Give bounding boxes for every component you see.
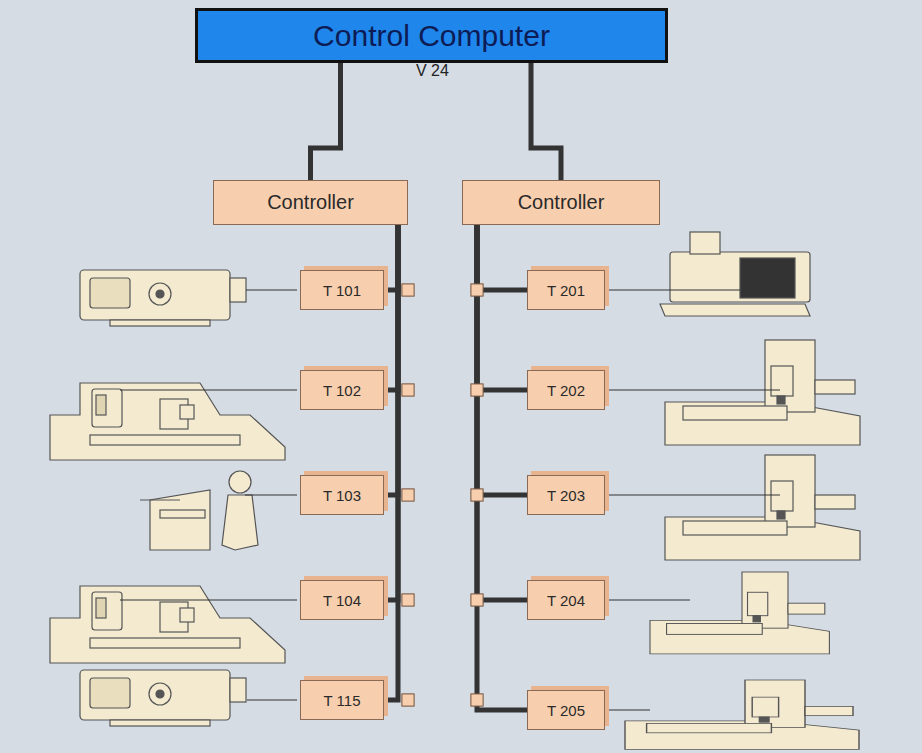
illustration-part (471, 694, 483, 706)
bus-line (477, 225, 527, 600)
node-label: Controller (267, 191, 354, 214)
computer-terminal (660, 232, 810, 316)
terminal-box: T 203 (527, 475, 605, 515)
controller-box: Controller (213, 180, 408, 225)
leader-lines (120, 290, 780, 710)
illustration-part (690, 232, 720, 254)
node-label: T 102 (323, 382, 361, 399)
illustration-part (140, 499, 180, 500)
operator-station (140, 471, 258, 550)
illustration-part (245, 494, 297, 495)
terminal-box: T 115 (300, 680, 384, 720)
illustration-part (608, 599, 690, 600)
terminal-box: T 102 (300, 370, 384, 410)
node-label: T 205 (547, 702, 585, 719)
machining-center (650, 572, 829, 654)
illustration-part (402, 694, 414, 706)
controller-box: Controller (462, 180, 660, 225)
illustration-part (402, 594, 414, 606)
lathe (80, 270, 246, 326)
machining-center (665, 340, 860, 445)
illustration-part (471, 284, 483, 296)
illustration-part (608, 709, 650, 710)
right-machines (625, 232, 860, 749)
node-label: T 202 (547, 382, 585, 399)
illustration-part (471, 594, 483, 606)
interface-label: V 24 (416, 62, 449, 80)
illustration-part (402, 284, 414, 296)
illustration-part (471, 384, 483, 396)
illustration-part (402, 384, 414, 396)
illustration-part (402, 384, 414, 396)
bus-line (477, 225, 527, 290)
illustration-part (660, 304, 810, 316)
machining-center (665, 455, 860, 560)
illustration-part (608, 494, 780, 495)
terminal-box: T 201 (527, 270, 605, 310)
bus-line (384, 225, 398, 700)
illustration-part (246, 289, 297, 290)
illustration-part (471, 284, 483, 296)
node-label: Control Computer (313, 19, 550, 53)
bus-line (531, 63, 561, 180)
illustration-part (471, 489, 483, 501)
bus-line (477, 225, 527, 710)
illustration-part (471, 489, 483, 501)
lathe (50, 586, 285, 663)
node-label: Controller (518, 191, 605, 214)
node-label: T 201 (547, 282, 585, 299)
illustration-part (247, 699, 297, 700)
bus-line (311, 63, 341, 180)
node-label: T 101 (323, 282, 361, 299)
control-computer-box: Control Computer (195, 8, 668, 63)
terminal-box: T 205 (527, 690, 605, 730)
left-machines (50, 270, 285, 726)
illustration-part (608, 289, 740, 290)
node-label: T 104 (323, 592, 361, 609)
illustration-part (120, 389, 297, 390)
illustration-part (608, 389, 780, 390)
illustration-part (471, 594, 483, 606)
terminal-box: T 104 (300, 580, 384, 620)
machining-center (625, 680, 859, 749)
illustration-part (402, 489, 414, 501)
illustration-part (120, 599, 297, 600)
node-label: T 203 (547, 487, 585, 504)
bus-line (477, 225, 527, 390)
illustration-part (670, 252, 810, 302)
illustration-part (471, 384, 483, 396)
terminal-box: T 202 (527, 370, 605, 410)
illustration-part (402, 284, 414, 296)
lathe (80, 670, 246, 726)
illustration-part (402, 694, 414, 706)
terminal-box: T 103 (300, 475, 384, 515)
bus-taps (402, 284, 483, 706)
lathe (50, 383, 285, 460)
illustration-part (402, 489, 414, 501)
illustration-part (402, 594, 414, 606)
bus-line (477, 225, 527, 495)
node-label: T 103 (323, 487, 361, 504)
node-label: T 115 (324, 692, 361, 709)
illustration-part (160, 510, 205, 518)
illustration-part (150, 490, 210, 550)
illustration-part (740, 258, 795, 298)
illustration-part (222, 495, 258, 550)
illustration-part (229, 471, 251, 493)
bus-taps (402, 284, 483, 706)
terminal-box: T 101 (300, 270, 384, 310)
node-label: T 204 (547, 592, 585, 609)
illustration-part (471, 694, 483, 706)
terminal-box: T 204 (527, 580, 605, 620)
